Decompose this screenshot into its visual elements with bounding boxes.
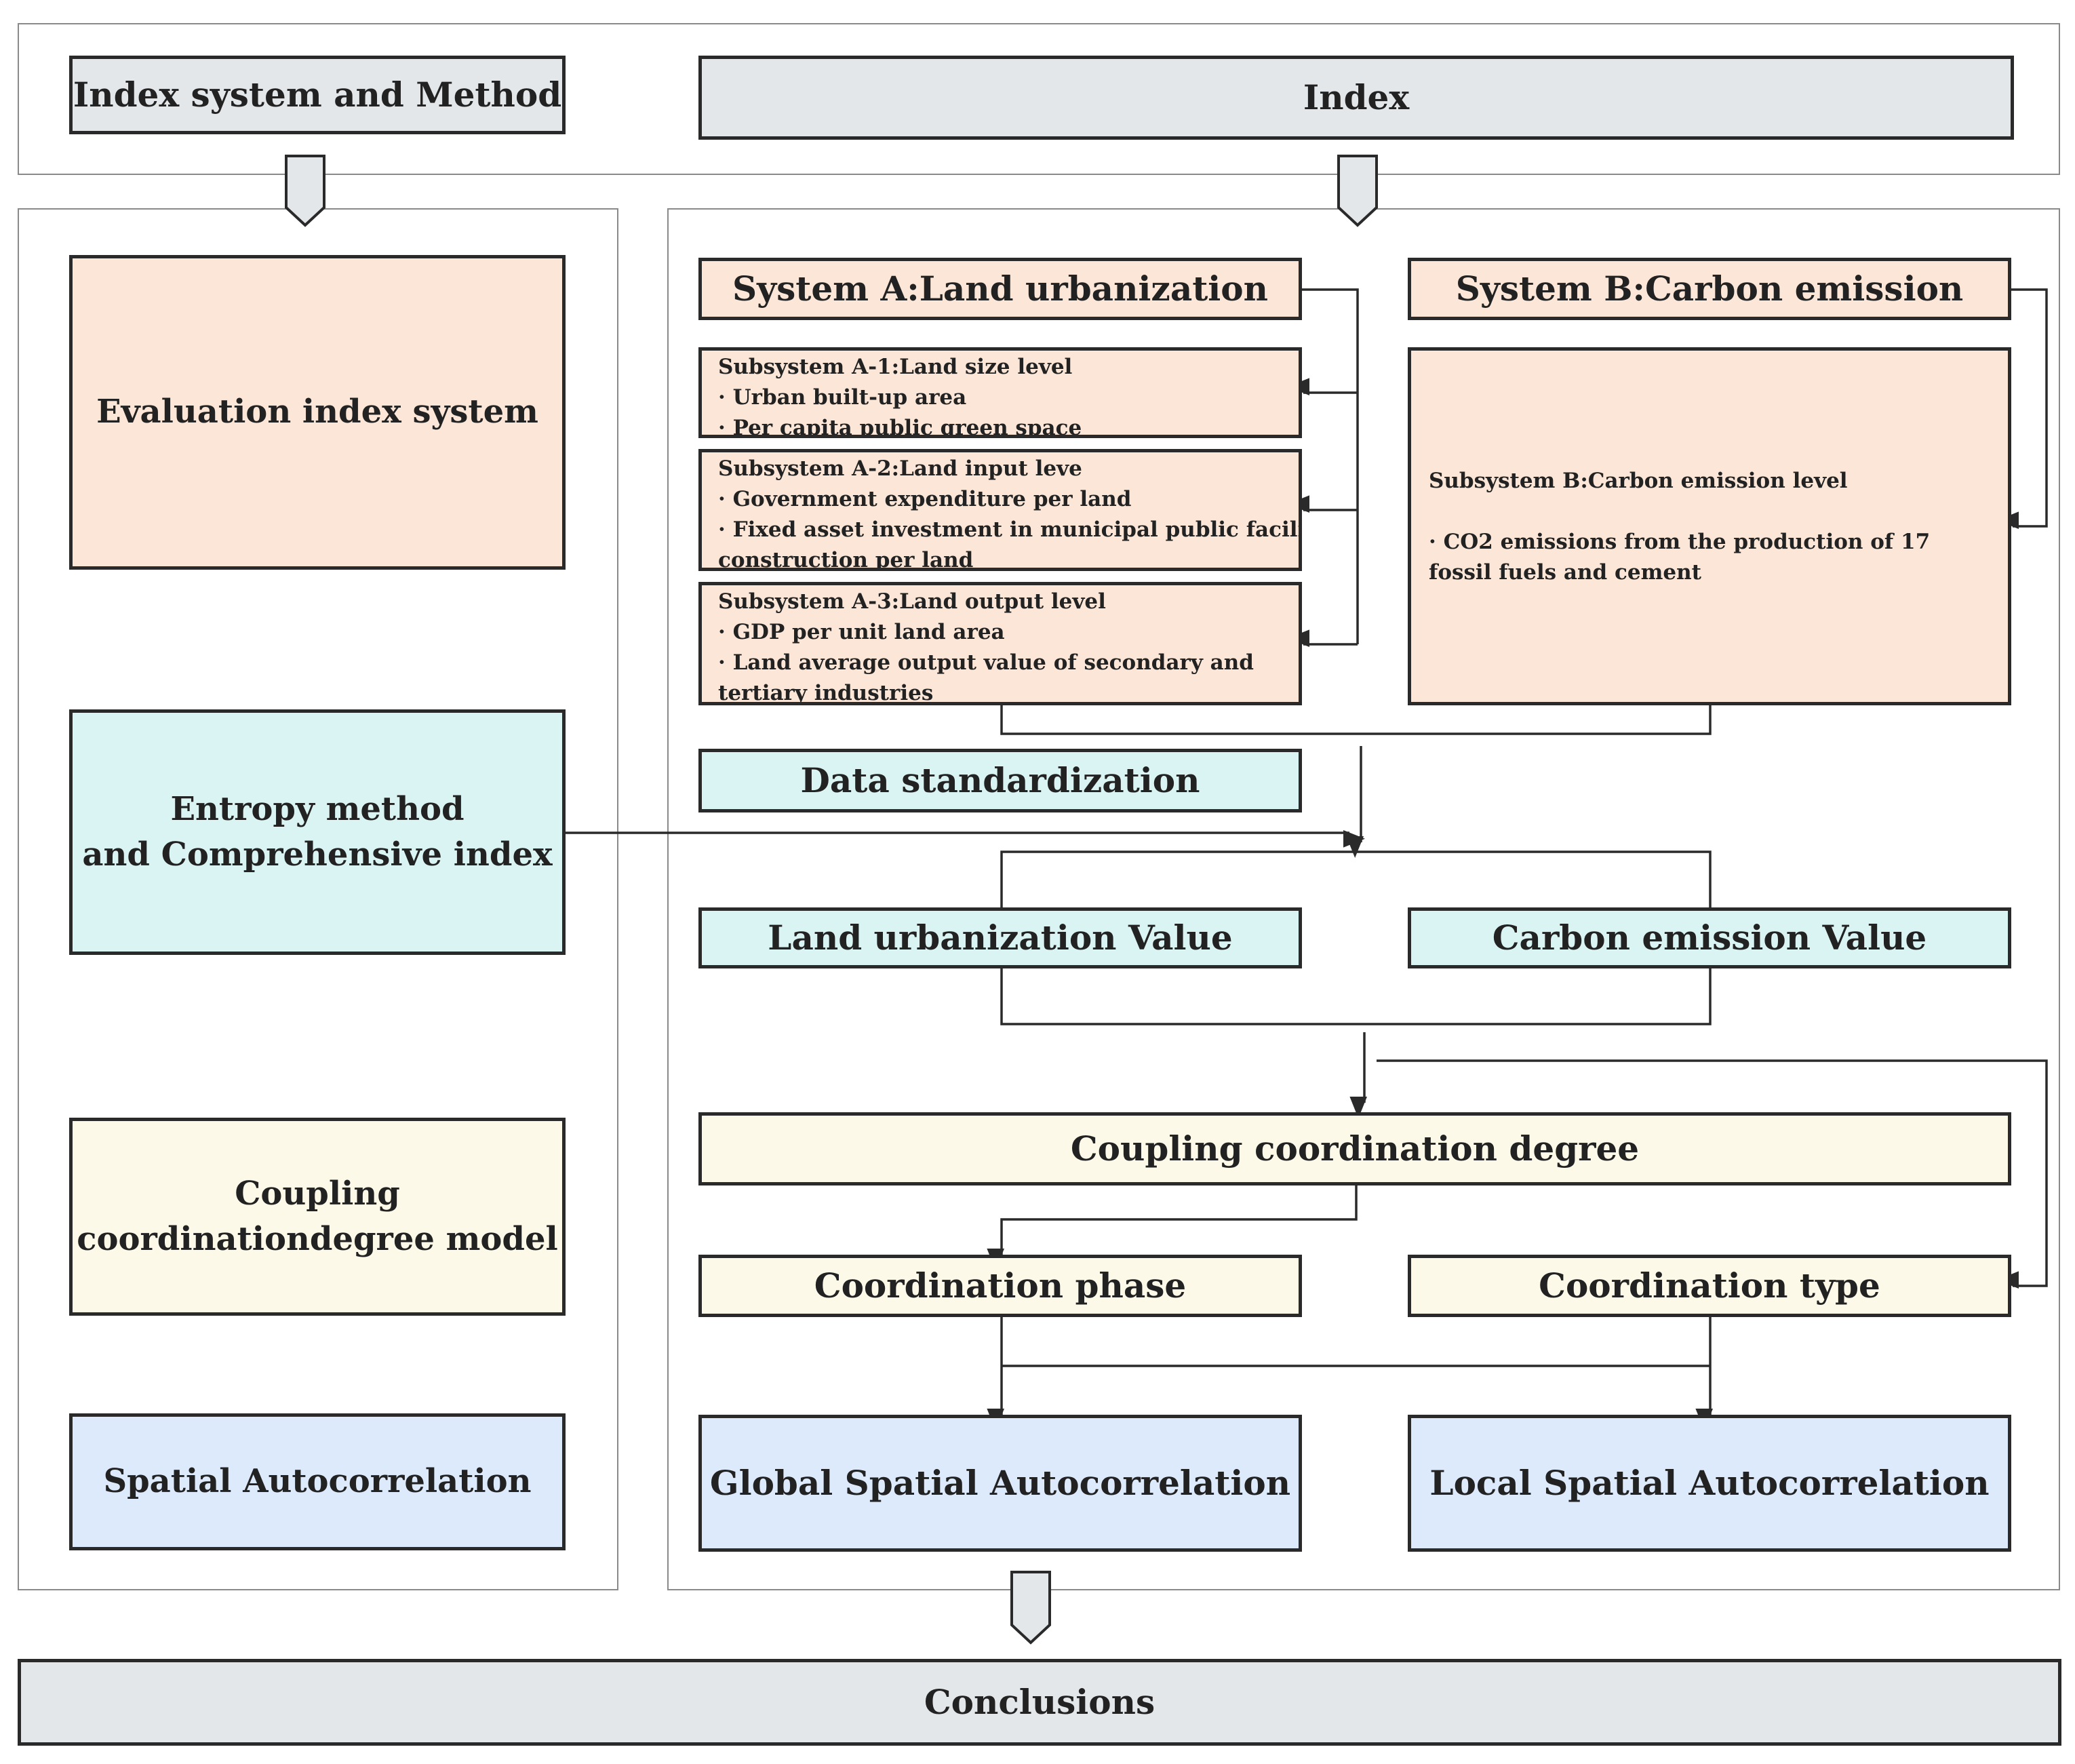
carbon-emission-value-label: Carbon emission Value: [1492, 918, 1927, 958]
system-b-label: System B:Carbon emission: [1455, 269, 1964, 309]
arrow-to-coordination-phase: [987, 1185, 1358, 1271]
subsystem-a2-item: · Fixed asset investment in municipal pu…: [718, 517, 1302, 542]
subsystem-a2-title: Subsystem A-2:Land input leve: [718, 456, 1082, 481]
index-title: Index: [698, 56, 2014, 140]
subsystem-a2-item: · Government expenditure per land: [718, 487, 1132, 511]
system-b-title: System B:Carbon emission: [1408, 258, 2011, 320]
index-system-method-title: Index system and Method: [69, 56, 566, 134]
entropy-label-line1: Entropy method: [170, 789, 465, 828]
data-standardization-box: Data standardization: [698, 749, 1302, 812]
coupling-label-line2: coordinationdegree model: [77, 1220, 558, 1258]
header-frame: [18, 23, 2060, 175]
subsystem-a1-item: · Urban built-up area: [718, 385, 967, 410]
subsystem-a3-title: Subsystem A-3:Land output level: [718, 589, 1106, 614]
conclusions-box: Conclusions: [18, 1659, 2061, 1746]
values-split-line: [1000, 850, 1712, 907]
evaluation-index-system: Evaluation index system: [69, 255, 566, 570]
local-spatial-label: Local Spatial Autocorrelation: [1429, 1463, 1990, 1503]
subsystem-a3: Subsystem A-3:Land output level · GDP pe…: [698, 582, 1302, 705]
data-standardization-label: Data standardization: [800, 760, 1200, 800]
entropy-label-line2: and Comprehensive index: [82, 836, 553, 874]
coordination-phase-box: Coordination phase: [698, 1255, 1302, 1317]
carbon-emission-value-box: Carbon emission Value: [1408, 907, 2011, 968]
systems-merge-line: [1000, 705, 1712, 735]
coupling-model-box: Coupling coordinationdegree model: [69, 1118, 566, 1316]
subsystem-a2: Subsystem A-2:Land input leve · Governme…: [698, 449, 1302, 571]
index-system-method-label: Index system and Method: [73, 75, 562, 115]
down-arrow-method: [285, 155, 325, 227]
subsystem-a1: Subsystem A-1:Land size level · Urban bu…: [698, 347, 1302, 438]
index-label: Index: [1303, 77, 1410, 117]
coordination-phase-label: Coordination phase: [814, 1266, 1187, 1306]
subsystem-a3-item: · Land average output value of secondary…: [718, 650, 1254, 675]
coordination-type-box: Coordination type: [1408, 1255, 2011, 1317]
spatial-label: Spatial Autocorrelation: [103, 1462, 532, 1501]
subsystem-b: Subsystem B:Carbon emission level · CO2 …: [1408, 347, 2011, 705]
global-spatial-autocorrelation-box: Global Spatial Autocorrelation: [698, 1415, 1302, 1552]
arrow-to-coordination-type: [1377, 1059, 2048, 1289]
system-a-bracket-line: [1302, 288, 1359, 644]
coupling-coordination-degree-box: Coupling coordination degree: [698, 1112, 2011, 1185]
subsystem-a1-title: Subsystem A-1:Land size level: [718, 355, 1073, 379]
coupling-coordination-degree-label: Coupling coordination degree: [1070, 1129, 1640, 1169]
subsystem-b-title: Subsystem B:Carbon emission level: [1429, 469, 1848, 493]
system-a-title: System A:Land urbanization: [698, 258, 1302, 320]
subsystem-a3-item: tertiary industries: [718, 681, 934, 705]
subsystem-b-item: · CO2 emissions from the production of 1…: [1429, 530, 1931, 585]
values-merge-line: [1000, 967, 1712, 1025]
land-urbanization-value-box: Land urbanization Value: [698, 907, 1302, 968]
arrow-to-subsystem-b: [1996, 288, 2048, 529]
local-spatial-autocorrelation-box: Local Spatial Autocorrelation: [1408, 1415, 2011, 1552]
subsystem-a1-item: · Per capita public green space: [718, 416, 1082, 438]
coupling-label-line1: Coupling: [235, 1174, 400, 1213]
down-arrow-index: [1337, 155, 1378, 227]
land-urbanization-value-label: Land urbanization Value: [768, 918, 1233, 958]
global-spatial-label: Global Spatial Autocorrelation: [709, 1463, 1291, 1503]
conclusions-label: Conclusions: [924, 1682, 1155, 1722]
subsystem-a3-item: · GDP per unit land area: [718, 620, 1005, 644]
entropy-method-box: Entropy method and Comprehensive index: [69, 709, 566, 955]
evaluation-label: Evaluation index system: [96, 393, 538, 431]
coordination-type-label: Coordination type: [1539, 1266, 1880, 1306]
down-arrow-conclusions: [1010, 1571, 1051, 1645]
system-a-label: System A:Land urbanization: [732, 269, 1269, 309]
spatial-autocorrelation-box: Spatial Autocorrelation: [69, 1413, 566, 1550]
subsystem-a2-item: construction per land: [718, 548, 974, 571]
